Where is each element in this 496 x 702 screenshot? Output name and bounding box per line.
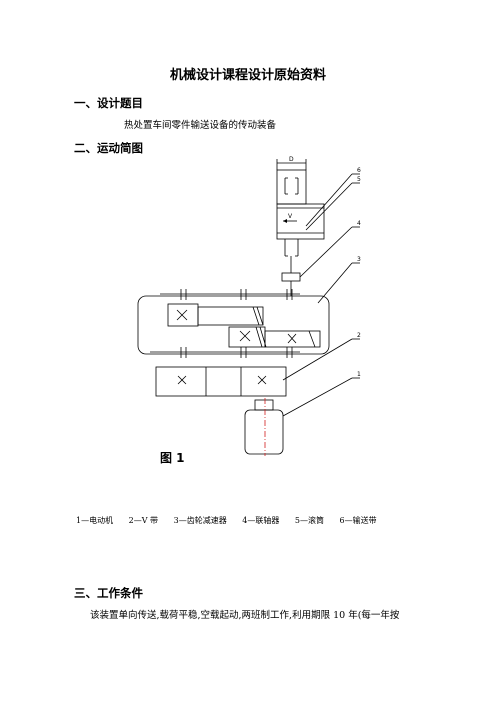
electric-motor — [244, 409, 284, 455]
gear-1 — [167, 303, 199, 327]
legend-item-coupling: 4—联轴器 — [242, 516, 280, 525]
gear-reducer-housing — [137, 295, 330, 355]
callout-4: 4 — [357, 220, 361, 227]
callout-2: 2 — [357, 332, 361, 339]
drum-top-block — [276, 169, 307, 205]
figure-legend: 1—电动机 2—V 带 3—齿轮减速器 4—联轴器 5—滚筒 6—输送带 — [76, 515, 390, 526]
gear-2 — [197, 306, 264, 326]
dimension-d-label: D — [289, 156, 294, 163]
v-belt-drive — [155, 366, 287, 397]
callout-5: 5 — [357, 176, 361, 183]
section-heading-design-topic: 一、设计题目 — [74, 96, 143, 110]
document-title: 机械设计课程设计原始资料 — [169, 68, 326, 83]
legend-item-motor: 1—电动机 — [76, 516, 114, 525]
legend-item-v-belt: 2—V 带 — [128, 516, 159, 525]
figure-caption: 图 1 — [160, 451, 185, 465]
section-heading-kinematic-diagram: 二、运动简图 — [74, 141, 143, 155]
section-heading-working-conditions: 三、工作条件 — [74, 586, 143, 600]
coupling — [281, 272, 301, 282]
motor-shaft-cap — [254, 399, 274, 411]
working-conditions-text: 该装置单向传送,载荷平稳,空载起动,两班制工作,利用期限 10 年(每一年按 — [90, 610, 400, 621]
callout-3: 3 — [357, 256, 361, 263]
gear-3 — [228, 326, 266, 348]
conveyor-drum — [276, 203, 325, 240]
legend-item-drum: 5—滚筒 — [294, 516, 324, 525]
legend-item-gear-reducer: 3—齿轮减速器 — [173, 516, 227, 525]
design-topic-text: 热处置车间零件输送设备的传动装备 — [124, 120, 277, 131]
legend-item-conveyor-belt: 6—输送带 — [339, 516, 377, 525]
velocity-label: V — [288, 213, 293, 220]
gear-4 — [264, 330, 321, 348]
callout-6: 6 — [357, 167, 361, 174]
callout-1: 1 — [357, 371, 361, 378]
